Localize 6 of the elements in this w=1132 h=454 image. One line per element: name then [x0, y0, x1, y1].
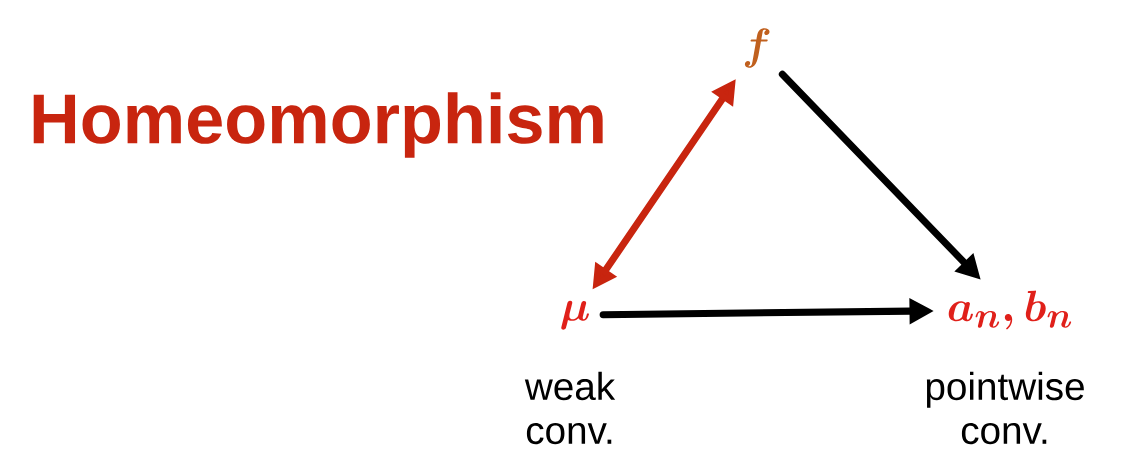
- math-symbol: $a_n, b_n$: [948, 290, 1072, 330]
- caption-text: pointwise conv.: [926, 371, 1084, 445]
- edge-label: Homeomorphism: [33, 92, 603, 158]
- caption-text: weak conv.: [524, 371, 616, 445]
- math-symbol: $f$: [744, 28, 770, 68]
- math-symbol: $\mu$: [561, 300, 589, 330]
